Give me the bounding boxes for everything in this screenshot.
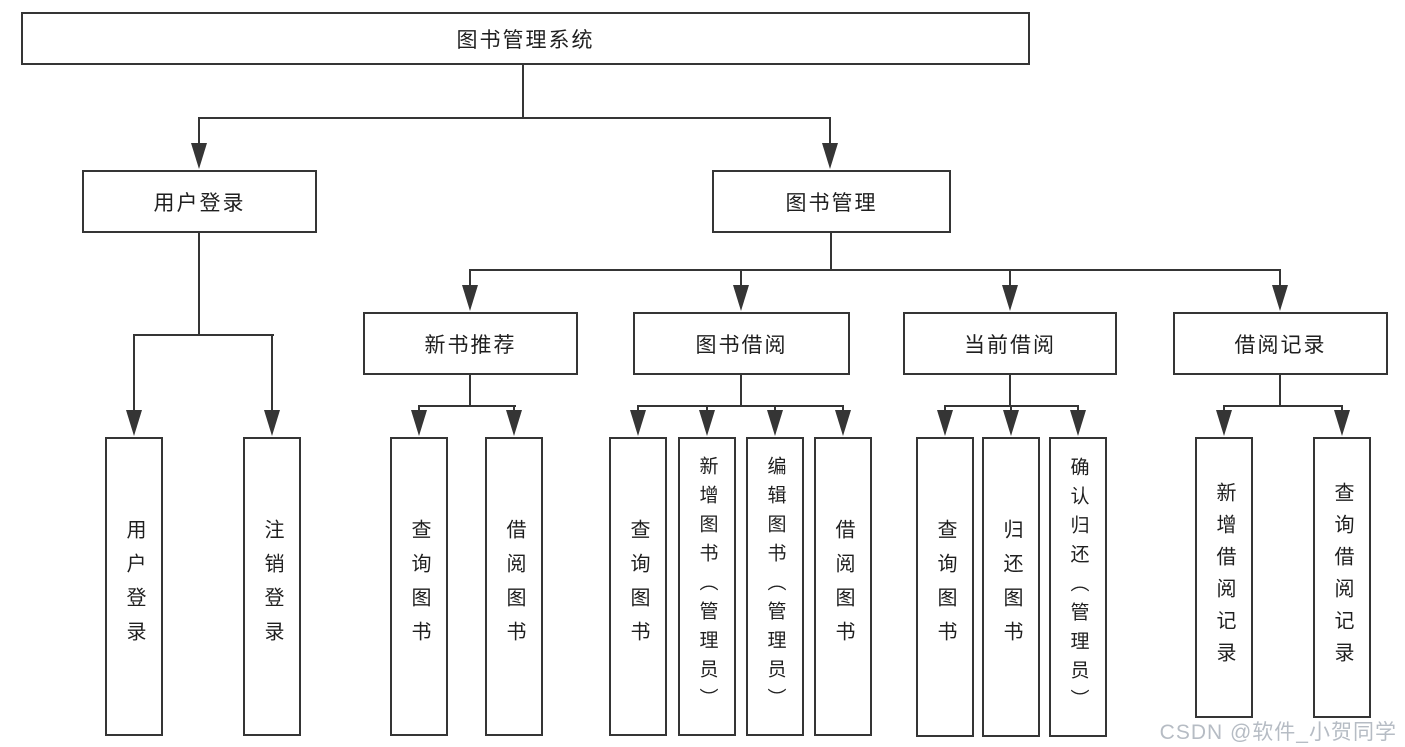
node-label: 图书管理 bbox=[785, 191, 878, 215]
node-label: 查询图书 bbox=[627, 518, 649, 655]
connector-shaft bbox=[829, 117, 831, 149]
node-label: 新书推荐 bbox=[424, 333, 517, 357]
node-label: 新增图书（管理员） bbox=[696, 456, 718, 717]
node-borrowing-records: 借阅记录 bbox=[1173, 312, 1388, 375]
connector-shaft bbox=[469, 269, 471, 291]
arrow-down-icon bbox=[1002, 285, 1018, 311]
node-book-management: 图书管理 bbox=[712, 170, 951, 233]
arrow-down-icon bbox=[835, 410, 851, 436]
leaf-edit-books-admin: 编辑图书（管理员） bbox=[746, 437, 804, 736]
arrow-down-icon bbox=[937, 410, 953, 436]
connector-shaft bbox=[1279, 269, 1281, 291]
node-label: 图书管理系统 bbox=[456, 28, 595, 52]
arrow-down-icon bbox=[822, 143, 838, 169]
arrow-down-icon bbox=[733, 285, 749, 311]
connector-shaft bbox=[271, 334, 273, 416]
connector-bookmgmt-stub bbox=[830, 233, 832, 271]
connector-root-bar bbox=[198, 117, 830, 119]
arrow-down-icon bbox=[1272, 285, 1288, 311]
node-user-login: 用户登录 bbox=[82, 170, 317, 233]
node-library-system: 图书管理系统 bbox=[21, 12, 1030, 65]
connector-recommend-bar bbox=[418, 405, 516, 407]
node-label: 编辑图书（管理员） bbox=[764, 456, 786, 717]
arrow-down-icon bbox=[767, 410, 783, 436]
connector-userlogin-bar bbox=[133, 334, 274, 336]
arrow-down-icon bbox=[1216, 410, 1232, 436]
arrow-down-icon bbox=[126, 410, 142, 436]
connector-current-stub bbox=[1009, 375, 1011, 407]
node-label: 借阅图书 bbox=[832, 518, 854, 655]
node-current-borrowing: 当前借阅 bbox=[903, 312, 1117, 375]
node-label: 用户登录 bbox=[123, 518, 145, 655]
leaf-user-login: 用户登录 bbox=[105, 437, 163, 736]
node-label: 用户登录 bbox=[153, 191, 246, 215]
leaf-confirm-return-admin: 确认归还（管理员） bbox=[1049, 437, 1107, 737]
connector-bookmgmt-bar bbox=[469, 269, 1281, 271]
leaf-recommend-query-books: 查询图书 bbox=[390, 437, 448, 736]
arrow-down-icon bbox=[411, 410, 427, 436]
connector-root-stub bbox=[522, 65, 524, 119]
leaf-borrowing-borrow-books: 借阅图书 bbox=[814, 437, 872, 736]
leaf-current-query-books: 查询图书 bbox=[916, 437, 974, 737]
arrow-down-icon bbox=[630, 410, 646, 436]
arrow-down-icon bbox=[264, 410, 280, 436]
node-label: 查询借阅记录 bbox=[1331, 481, 1353, 674]
leaf-recommend-borrow-books: 借阅图书 bbox=[485, 437, 543, 736]
connector-userlogin-stub bbox=[198, 233, 200, 336]
node-label: 图书借阅 bbox=[695, 333, 788, 357]
connector-shaft bbox=[740, 269, 742, 291]
arrow-down-icon bbox=[462, 285, 478, 311]
arrow-down-icon bbox=[699, 410, 715, 436]
node-label: 注销登录 bbox=[261, 518, 283, 655]
arrow-down-icon bbox=[1334, 410, 1350, 436]
node-label: 归还图书 bbox=[1000, 519, 1022, 655]
node-label: 确认归还（管理员） bbox=[1067, 456, 1089, 718]
leaf-add-books-admin: 新增图书（管理员） bbox=[678, 437, 736, 736]
connector-shaft bbox=[1009, 269, 1011, 291]
csdn-watermark: CSDN @软件_小贺同学 bbox=[1159, 721, 1397, 744]
connector-borrowing-bar bbox=[637, 405, 844, 407]
node-label: 借阅记录 bbox=[1234, 333, 1327, 357]
arrow-down-icon bbox=[191, 143, 207, 169]
connector-shaft bbox=[133, 334, 135, 416]
leaf-borrowing-query-books: 查询图书 bbox=[609, 437, 667, 736]
leaf-return-books: 归还图书 bbox=[982, 437, 1040, 737]
arrow-down-icon bbox=[1070, 410, 1086, 436]
node-book-borrowing: 图书借阅 bbox=[633, 312, 850, 375]
node-label: 查询图书 bbox=[408, 518, 430, 655]
connector-records-stub bbox=[1279, 375, 1281, 407]
leaf-query-borrow-record: 查询借阅记录 bbox=[1313, 437, 1371, 718]
node-label: 当前借阅 bbox=[964, 333, 1056, 357]
leaf-logout: 注销登录 bbox=[243, 437, 301, 736]
connector-shaft bbox=[198, 117, 200, 149]
connector-recommend-stub bbox=[469, 375, 471, 407]
connector-records-bar bbox=[1223, 405, 1343, 407]
leaf-add-borrow-record: 新增借阅记录 bbox=[1195, 437, 1253, 718]
node-new-book-recommend: 新书推荐 bbox=[363, 312, 578, 375]
node-label: 借阅图书 bbox=[503, 518, 525, 655]
arrow-down-icon bbox=[1003, 410, 1019, 436]
node-label: 查询图书 bbox=[934, 519, 956, 655]
node-label: 新增借阅记录 bbox=[1213, 481, 1235, 674]
connector-borrowing-stub bbox=[740, 375, 742, 407]
arrow-down-icon bbox=[506, 410, 522, 436]
